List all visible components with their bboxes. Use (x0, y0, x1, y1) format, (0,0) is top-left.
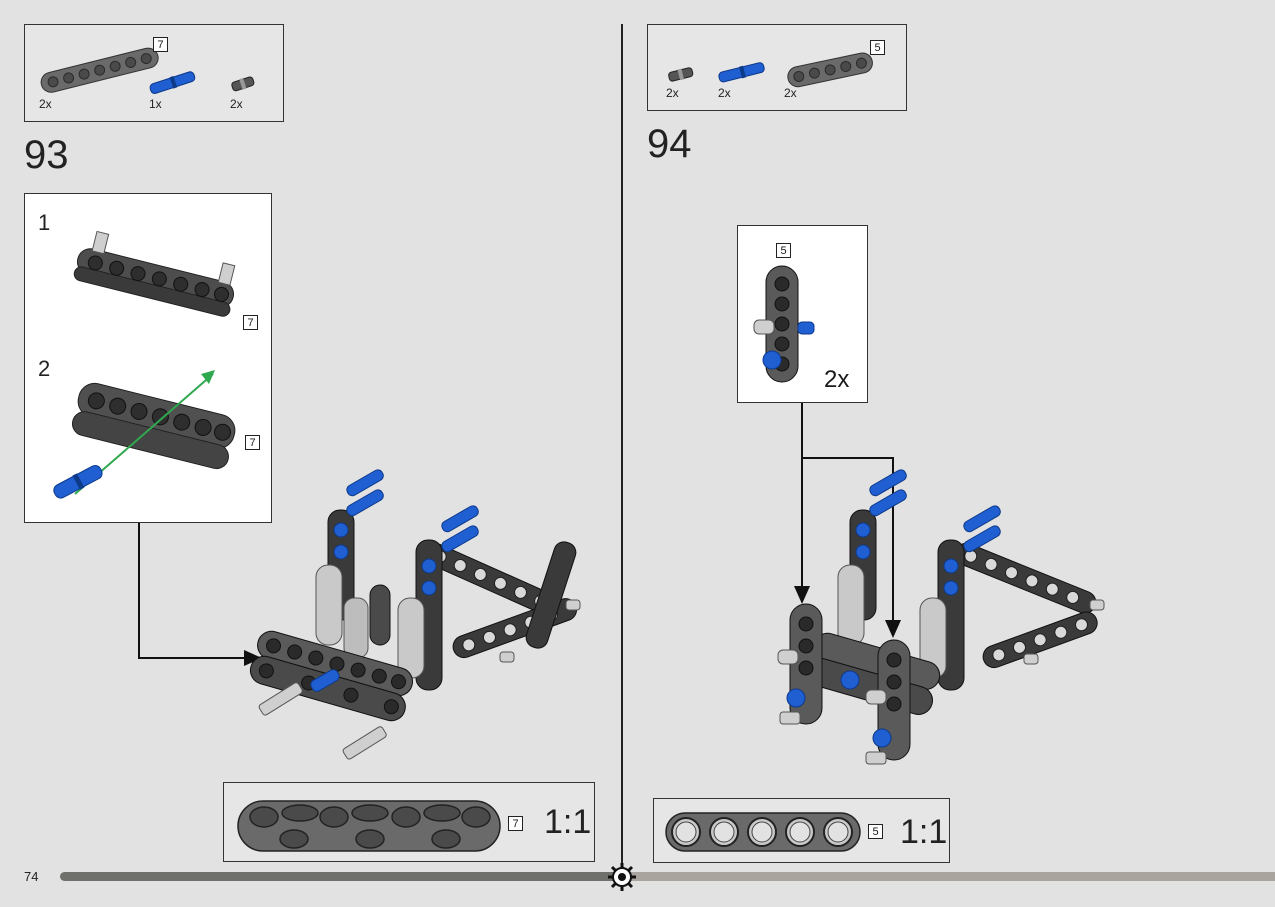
page-divider (621, 24, 623, 872)
substep1-beam-illustration (73, 230, 236, 317)
part-qty: 2x (784, 86, 797, 100)
grey-pin-part-icon (231, 76, 255, 92)
substep2-beam-illustration (53, 370, 236, 499)
step93-scale-box: 7 1:1 (223, 782, 595, 862)
callout-qty: 2x (824, 366, 850, 393)
blue-axle-pin-part-icon (718, 62, 765, 83)
step94-callout-box: 5 2x (737, 225, 868, 403)
step94-parts-box: 5 2x 2x 2x (647, 24, 907, 111)
beam-5-part-icon (787, 52, 873, 88)
grey-pin-part-icon (668, 67, 694, 82)
length-label: 7 (508, 816, 523, 831)
substep-number: 2 (38, 356, 51, 381)
part-qty: 1x (149, 97, 162, 111)
part-qty: 2x (666, 86, 679, 100)
progress-bar-right (625, 872, 1275, 881)
gear-icon (608, 863, 636, 891)
part-qty: 2x (39, 97, 52, 111)
step94-scale-box: 5 1:1 (653, 798, 950, 863)
substep-number: 1 (38, 210, 51, 235)
length-label: 5 (776, 243, 791, 258)
beam-7-part-icon (40, 47, 159, 93)
beam-7-scale-illustration (237, 800, 501, 852)
length-label: 5 (868, 824, 883, 839)
page-number: 74 (24, 869, 39, 884)
callout-beam-illustration (753, 265, 815, 383)
part-qty: 2x (230, 97, 243, 111)
length-label: 7 (245, 435, 260, 450)
beam-5-scale-illustration (665, 812, 861, 852)
step-number: 94 (647, 122, 692, 166)
blue-axle-pin-part-icon (149, 71, 196, 94)
progress-bar-left (60, 872, 620, 881)
step93-subassembly-box: 1 7 2 7 (24, 193, 272, 523)
part-qty: 2x (718, 86, 731, 100)
step93-parts-box: 7 2x 1x 2x (24, 24, 284, 122)
step-number: 93 (24, 133, 69, 177)
scale-ratio: 1:1 (900, 813, 948, 851)
part-length-label: 5 (870, 40, 885, 55)
scale-ratio: 1:1 (544, 803, 592, 841)
length-label: 7 (243, 315, 258, 330)
part-length-label: 7 (153, 37, 168, 52)
